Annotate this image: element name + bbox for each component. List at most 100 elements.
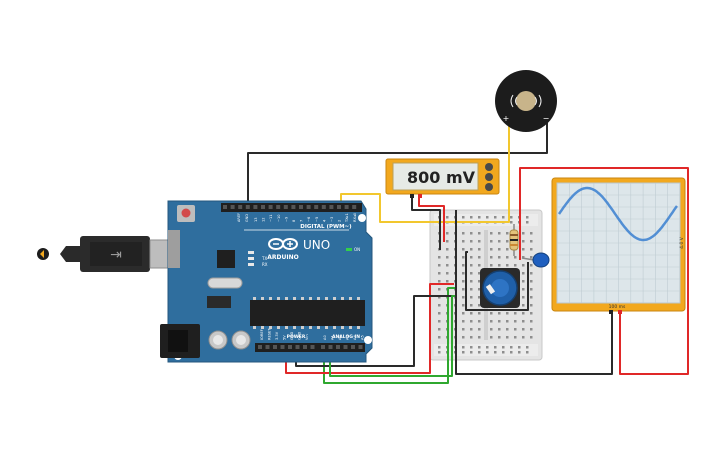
terminal-hole[interactable] bbox=[498, 336, 501, 339]
terminal-hole[interactable] bbox=[478, 288, 481, 291]
terminal-hole[interactable] bbox=[530, 232, 533, 235]
terminal-hole[interactable] bbox=[462, 280, 465, 283]
terminal-hole[interactable] bbox=[478, 280, 481, 283]
terminal-hole[interactable] bbox=[470, 320, 473, 323]
rail-hole[interactable] bbox=[502, 351, 505, 354]
header-socket[interactable] bbox=[336, 345, 340, 349]
rail-hole[interactable] bbox=[470, 346, 473, 349]
rail-hole[interactable] bbox=[462, 351, 465, 354]
potentiometer[interactable] bbox=[480, 268, 520, 308]
terminal-hole[interactable] bbox=[506, 264, 509, 267]
rail-hole[interactable] bbox=[526, 221, 529, 224]
rail-hole[interactable] bbox=[526, 351, 529, 354]
wires[interactable] bbox=[247, 123, 689, 384]
terminal-hole[interactable] bbox=[478, 264, 481, 267]
terminal-hole[interactable] bbox=[498, 312, 501, 315]
rail-hole[interactable] bbox=[446, 216, 449, 219]
rail-hole[interactable] bbox=[510, 351, 513, 354]
header-socket[interactable] bbox=[261, 205, 265, 209]
terminal-hole[interactable] bbox=[514, 312, 517, 315]
terminal-hole[interactable] bbox=[438, 328, 441, 331]
terminal-hole[interactable] bbox=[530, 272, 533, 275]
rail-hole[interactable] bbox=[462, 216, 465, 219]
terminal-hole[interactable] bbox=[462, 328, 465, 331]
piezo-buzzer[interactable]: + − bbox=[495, 70, 557, 132]
bottom-headers[interactable] bbox=[258, 345, 363, 349]
terminal-hole[interactable] bbox=[530, 304, 533, 307]
terminal-hole[interactable] bbox=[514, 264, 517, 267]
terminal-hole[interactable] bbox=[530, 336, 533, 339]
terminal-hole[interactable] bbox=[470, 304, 473, 307]
terminal-hole[interactable] bbox=[462, 336, 465, 339]
terminal-hole[interactable] bbox=[490, 232, 493, 235]
terminal-hole[interactable] bbox=[446, 248, 449, 251]
rail-hole[interactable] bbox=[526, 216, 529, 219]
terminal-hole[interactable] bbox=[514, 256, 517, 259]
header-socket[interactable] bbox=[268, 205, 273, 209]
terminal-hole[interactable] bbox=[462, 272, 465, 275]
header-socket[interactable] bbox=[344, 205, 349, 209]
terminal-hole[interactable] bbox=[470, 256, 473, 259]
rail-hole[interactable] bbox=[486, 346, 489, 349]
terminal-hole[interactable] bbox=[530, 328, 533, 331]
terminal-hole[interactable] bbox=[490, 264, 493, 267]
usb-cable[interactable]: ⇥ bbox=[37, 236, 177, 272]
header-socket[interactable] bbox=[238, 205, 243, 209]
rail-hole[interactable] bbox=[502, 216, 505, 219]
header-socket[interactable] bbox=[258, 345, 262, 349]
rail-hole[interactable] bbox=[518, 351, 521, 354]
rail-hole[interactable] bbox=[470, 351, 473, 354]
terminal-hole[interactable] bbox=[522, 264, 525, 267]
terminal-hole[interactable] bbox=[438, 320, 441, 323]
terminal-hole[interactable] bbox=[462, 320, 465, 323]
header-socket[interactable] bbox=[343, 345, 348, 349]
header-socket[interactable] bbox=[245, 205, 250, 209]
rail-hole[interactable] bbox=[478, 346, 481, 349]
capacitor[interactable] bbox=[521, 252, 550, 268]
terminal-hole[interactable] bbox=[438, 280, 441, 283]
terminal-hole[interactable] bbox=[530, 288, 533, 291]
terminal-hole[interactable] bbox=[522, 304, 525, 307]
header-socket[interactable] bbox=[328, 345, 333, 349]
terminal-hole[interactable] bbox=[446, 240, 449, 243]
terminal-hole[interactable] bbox=[490, 336, 493, 339]
terminal-hole[interactable] bbox=[530, 256, 533, 259]
terminal-hole[interactable] bbox=[522, 296, 525, 299]
terminal-hole[interactable] bbox=[490, 248, 493, 251]
terminal-hole[interactable] bbox=[514, 328, 517, 331]
terminal-hole[interactable] bbox=[470, 336, 473, 339]
header-socket[interactable] bbox=[265, 345, 270, 349]
terminal-hole[interactable] bbox=[498, 256, 501, 259]
terminal-hole[interactable] bbox=[530, 312, 533, 315]
terminal-hole[interactable] bbox=[446, 264, 449, 267]
terminal-hole[interactable] bbox=[462, 288, 465, 291]
terminal-hole[interactable] bbox=[446, 232, 449, 235]
terminal-hole[interactable] bbox=[498, 240, 501, 243]
terminal-hole[interactable] bbox=[498, 248, 501, 251]
terminal-hole[interactable] bbox=[462, 296, 465, 299]
terminal-hole[interactable] bbox=[498, 264, 501, 267]
terminal-hole[interactable] bbox=[522, 312, 525, 315]
rail-hole[interactable] bbox=[486, 351, 489, 354]
header-socket[interactable] bbox=[358, 345, 363, 349]
header-socket[interactable] bbox=[283, 205, 288, 209]
header-socket[interactable] bbox=[329, 205, 334, 209]
terminal-hole[interactable] bbox=[522, 328, 525, 331]
terminal-hole[interactable] bbox=[506, 248, 509, 251]
terminal-hole[interactable] bbox=[446, 256, 449, 259]
header-socket[interactable] bbox=[352, 205, 357, 209]
terminal-hole[interactable] bbox=[506, 240, 509, 243]
terminal-hole[interactable] bbox=[478, 256, 481, 259]
terminal-hole[interactable] bbox=[498, 232, 501, 235]
terminal-hole[interactable] bbox=[490, 320, 493, 323]
terminal-hole[interactable] bbox=[438, 272, 441, 275]
rail-hole[interactable] bbox=[510, 346, 513, 349]
terminal-hole[interactable] bbox=[530, 296, 533, 299]
terminal-hole[interactable] bbox=[470, 232, 473, 235]
terminal-hole[interactable] bbox=[530, 240, 533, 243]
header-socket[interactable] bbox=[314, 205, 319, 209]
terminal-hole[interactable] bbox=[478, 272, 481, 275]
terminal-hole[interactable] bbox=[522, 280, 525, 283]
rail-hole[interactable] bbox=[470, 216, 473, 219]
terminal-hole[interactable] bbox=[462, 256, 465, 259]
